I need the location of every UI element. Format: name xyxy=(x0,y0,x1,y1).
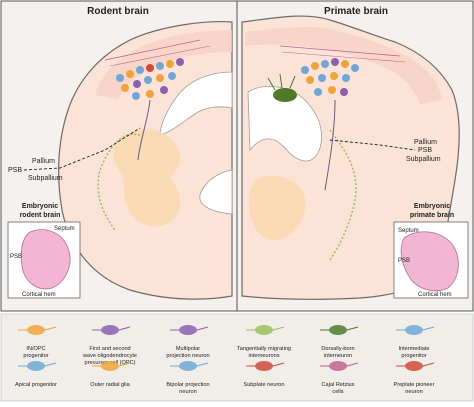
primate-inset-title-2: primate brain xyxy=(410,212,454,219)
outer-radial-glia-label: Outer radial glia xyxy=(90,382,130,388)
primate-radial-glia xyxy=(324,99,336,191)
multipolar-projection-neuron-label: projection neuron xyxy=(166,353,209,359)
tangential-interneuron-label: Tangentially migrating xyxy=(237,346,291,352)
rodent-inset-title-2: rodent brain xyxy=(20,212,61,219)
primate-dorsal-interneuron xyxy=(267,73,297,102)
opc-label: wave oligodendrocyte xyxy=(82,353,137,359)
in-opc-progenitor-icon xyxy=(27,325,45,335)
primate-panel-title: Primate brain xyxy=(324,6,388,17)
primate-inset-septum: Septum xyxy=(398,228,419,234)
subplate-neuron-icon-process xyxy=(246,362,285,367)
subplate-neuron-label: Subplate neuron xyxy=(243,382,284,388)
in-opc-progenitor-label: IN/OPC xyxy=(26,346,45,352)
tangential-interneuron-label: interneurons xyxy=(248,353,279,359)
rodent-psb-line xyxy=(23,127,141,171)
rodent-subpallium-label: Subpallium xyxy=(28,175,63,182)
rodent-inset-septum: Septum xyxy=(54,226,75,232)
rodent-cortical-cells xyxy=(104,39,211,100)
rodent-inset-psb: PSB xyxy=(10,254,22,260)
bipolar-projection-neuron-label: Bipolar projection xyxy=(166,382,209,388)
apical-progenitor-icon-process xyxy=(18,362,57,367)
primate-psb-label: PSB xyxy=(418,147,432,154)
rodent-migration-path xyxy=(97,133,141,231)
primate-inset-title-1: Embryonic xyxy=(414,203,450,210)
primate-migration-path xyxy=(329,129,357,261)
outer-radial-glia-icon-process xyxy=(92,362,131,367)
preplate-pioneer-neuron-label: neuron xyxy=(405,389,422,395)
legend-panel xyxy=(0,313,474,402)
apical-progenitor-icon xyxy=(27,361,45,371)
opc-icon xyxy=(101,325,119,335)
cajal-retzius-cell-label: Cajal Retzius xyxy=(322,382,355,388)
multipolar-projection-neuron-icon-process xyxy=(170,326,209,331)
opc-label: First and second xyxy=(89,346,130,352)
rodent-inset-title-1: Embryonic xyxy=(22,203,58,210)
primate-ganglionic-eminence xyxy=(248,175,306,241)
rodent-panel-title: Rodent brain xyxy=(87,6,149,17)
primate-inset-psb: PSB xyxy=(398,258,410,264)
primate-pallium-label: Pallium xyxy=(414,139,437,146)
rodent-psb-label: PSB xyxy=(8,167,22,174)
primate-inset-shape xyxy=(400,231,459,292)
apical-progenitor-label: Apical progenitor xyxy=(15,382,57,388)
multipolar-projection-neuron-icon xyxy=(179,325,197,335)
rodent-pallium-label: Pallium xyxy=(32,158,55,165)
primate-cortical-cells xyxy=(279,45,406,96)
intermediate-progenitor-icon-process xyxy=(396,326,435,331)
dorsally-born-interneuron-icon xyxy=(329,325,347,335)
bipolar-projection-neuron-icon-process xyxy=(170,362,209,367)
rodent-inset-cortical-hem: Cortical hem xyxy=(22,292,56,298)
multipolar-projection-neuron-label: Multipolar xyxy=(176,346,200,352)
preplate-pioneer-neuron-icon-process xyxy=(396,362,435,367)
tangential-interneuron-icon xyxy=(255,325,273,335)
rodent-lower-ventricle xyxy=(199,169,233,215)
rodent-inset-shape xyxy=(20,229,71,290)
dorsally-born-interneuron-label: Dorsally-born xyxy=(321,346,354,352)
rodent-radial-glia xyxy=(137,99,151,161)
in-opc-progenitor-label: progenitor xyxy=(23,353,48,359)
bipolar-projection-neuron-icon xyxy=(179,361,197,371)
cajal-retzius-cell-icon xyxy=(329,361,347,371)
primate-inset-cortical-hem: Cortical hem xyxy=(418,292,452,298)
cajal-retzius-cell-icon-process xyxy=(320,362,359,367)
intermediate-progenitor-label: progenitor xyxy=(401,353,426,359)
primate-psb-line xyxy=(329,139,416,151)
preplate-pioneer-neuron-label: Preplate pioneer xyxy=(393,382,434,388)
opc-icon-process xyxy=(92,326,131,331)
outer-radial-glia-icon xyxy=(101,361,119,371)
primate-cortex-band xyxy=(245,26,442,105)
dorsally-born-interneuron-label: interneuron xyxy=(324,353,352,359)
bipolar-projection-neuron-label: neuron xyxy=(179,389,196,395)
intermediate-progenitor-label: Intermediate xyxy=(398,346,429,352)
dorsally-born-interneuron-icon-process xyxy=(320,326,359,331)
primate-subpallium-label: Subpallium xyxy=(406,156,441,163)
intermediate-progenitor-icon xyxy=(405,325,423,335)
subplate-neuron-icon xyxy=(255,361,273,371)
tangential-interneuron-icon-process xyxy=(246,326,285,331)
preplate-pioneer-neuron-icon xyxy=(405,361,423,371)
rodent-ganglionic-eminence xyxy=(113,128,181,227)
in-opc-progenitor-icon-process xyxy=(18,326,57,331)
cajal-retzius-cell-label: cells xyxy=(332,389,343,395)
rodent-cortex-band xyxy=(96,30,232,100)
